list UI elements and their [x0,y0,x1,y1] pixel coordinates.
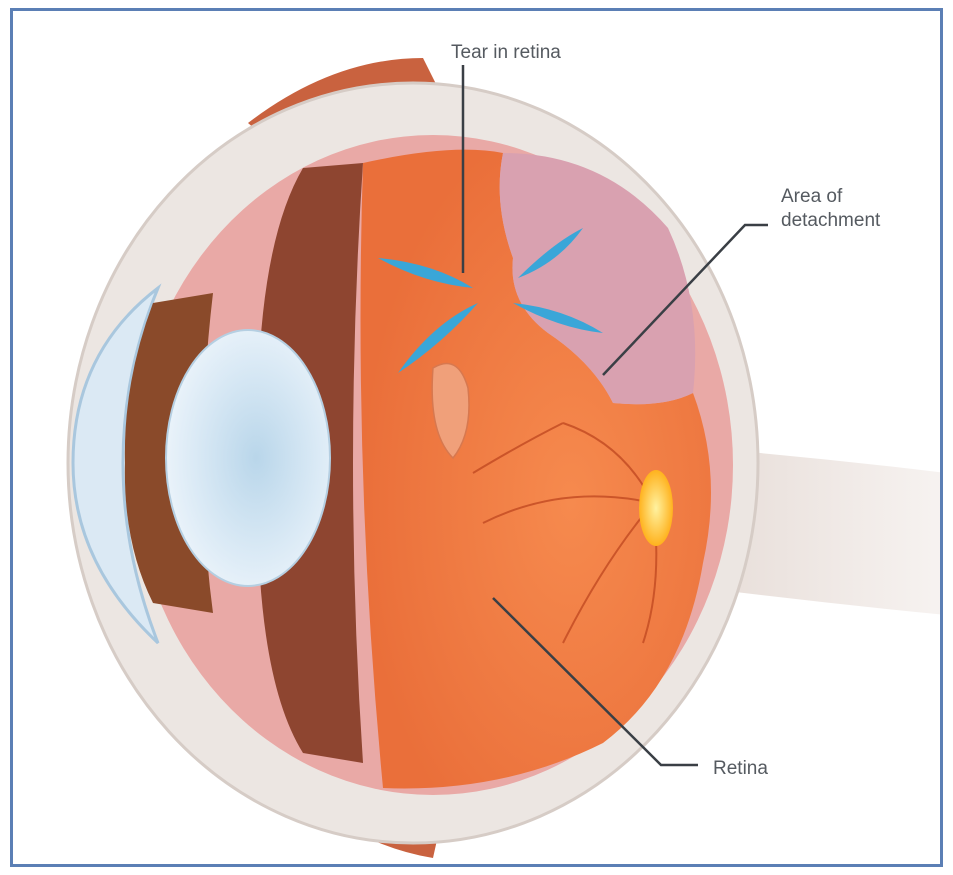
eye-cross-section [13,11,943,867]
lens [166,330,330,586]
label-retina: Retina [713,757,768,781]
label-area-line2: detachment [781,209,880,233]
diagram-frame: Tear in retina Area of detachment Retina [10,8,943,867]
label-area-of-detachment: Area of detachment [781,185,880,233]
label-tear-in-retina: Tear in retina [451,41,561,65]
label-area-line1: Area of [781,185,880,209]
optic-disc [639,470,673,546]
